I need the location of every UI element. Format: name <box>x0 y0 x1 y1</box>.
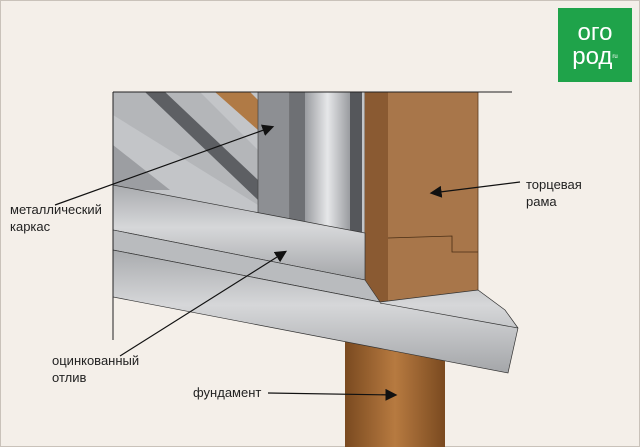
diagonal-brace <box>145 92 258 200</box>
end-frame-joint <box>387 235 478 253</box>
metal-stud <box>257 91 291 233</box>
logo-line1: ого <box>577 19 613 46</box>
label-foundation: фундамент <box>193 385 262 400</box>
end-frame-side <box>365 92 388 320</box>
flashing-lower <box>112 249 519 374</box>
label-line: рама <box>526 194 557 209</box>
logo-line2: род <box>572 43 613 70</box>
label-line: оцинкованный <box>52 353 140 368</box>
logo-line2-wrap: родru <box>558 45 632 69</box>
arrow-foundation <box>267 388 398 401</box>
label-line: каркас <box>10 219 51 234</box>
arrow-flashing <box>119 250 288 357</box>
flashing-edge <box>379 302 519 329</box>
metal-stud-side <box>290 92 305 232</box>
wood-beam-fragment <box>215 92 258 130</box>
metal-stud-edge <box>350 92 362 232</box>
label-metal-frame: металлический каркас <box>10 201 102 235</box>
arrow-end-frame <box>429 181 521 198</box>
wall-shadow <box>113 92 258 205</box>
logo-suffix: ru <box>612 54 618 60</box>
ogorod-logo[interactable]: ого родru <box>558 8 632 82</box>
metal-stud-face <box>305 92 350 232</box>
label-flashing: оцинкованный отлив <box>52 352 139 386</box>
label-end-frame: торцевая рама <box>526 176 582 210</box>
label-line: металлический <box>10 202 102 217</box>
arrow-metal-frame <box>54 124 275 206</box>
label-line: торцевая <box>526 177 582 192</box>
label-line: отлив <box>52 370 87 385</box>
